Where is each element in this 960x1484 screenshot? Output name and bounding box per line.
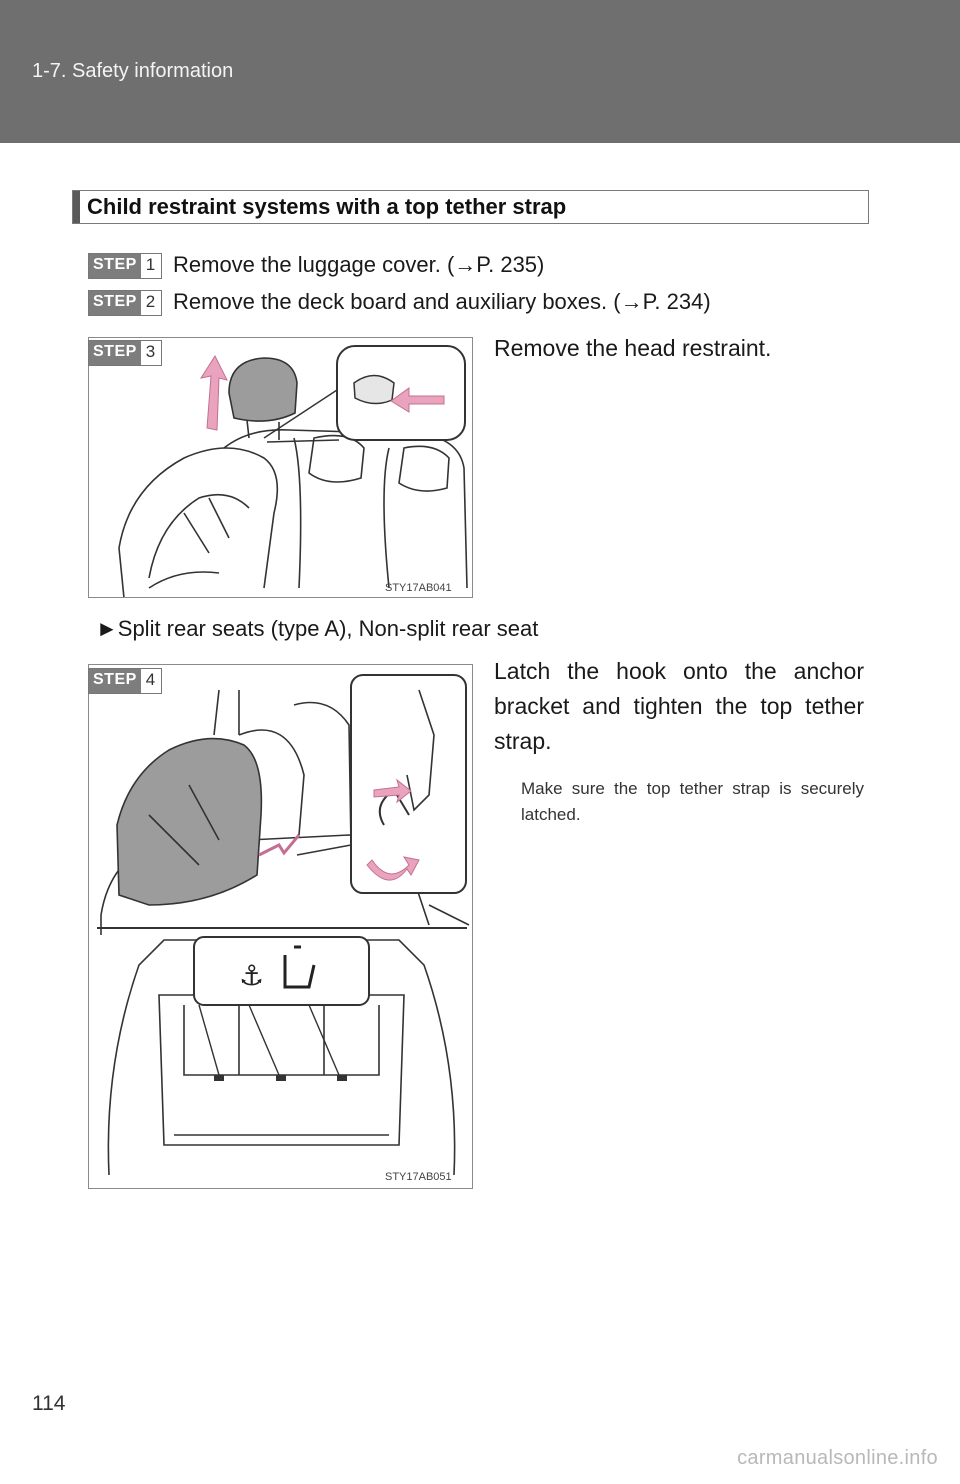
tether-note: Make sure the top tether strap is secure… [521, 779, 864, 824]
step-1-text: Remove the luggage cover. (→P. 235) [173, 252, 545, 277]
watermark-text: carmanualsonline.info [737, 1447, 938, 1469]
seat-illustration [118, 345, 468, 597]
svg-text:⚓: ⚓ [239, 959, 264, 992]
figure-code: STY17AB041 [385, 582, 452, 594]
section-title: 1-7. Safety information [32, 60, 234, 82]
header-band: 1-7. Safety information [0, 0, 960, 143]
heading-accent-bar [73, 191, 80, 223]
figure-head-restraint: STY17AB041 [88, 337, 473, 598]
figure-code: STY17AB051 [385, 1171, 452, 1183]
section-heading-box: Child restraint systems with a top tethe… [72, 190, 869, 224]
step-4-badge: STEP 4 [88, 668, 163, 694]
step-3-badge: STEP 3 [88, 340, 163, 366]
tether-illustration: ⚓ [97, 674, 470, 1176]
step-2-text: Remove the deck board and auxiliary boxe… [173, 289, 711, 314]
page-number: 114 [32, 1392, 66, 1415]
section-heading: Child restraint systems with a top tethe… [87, 194, 567, 219]
step-2-badge: STEP 2 [88, 290, 163, 316]
step-4-text: Latch the hook onto the anchor bracket a… [494, 658, 864, 754]
figure-tether-anchor: ⚓ STY17AB051 [88, 664, 473, 1189]
step-1-badge: STEP 1 [88, 253, 163, 279]
step-3-text: Remove the head restraint. [494, 335, 772, 361]
seat-type-bullet: ►Split rear seats (type A), Non-split re… [96, 616, 539, 641]
